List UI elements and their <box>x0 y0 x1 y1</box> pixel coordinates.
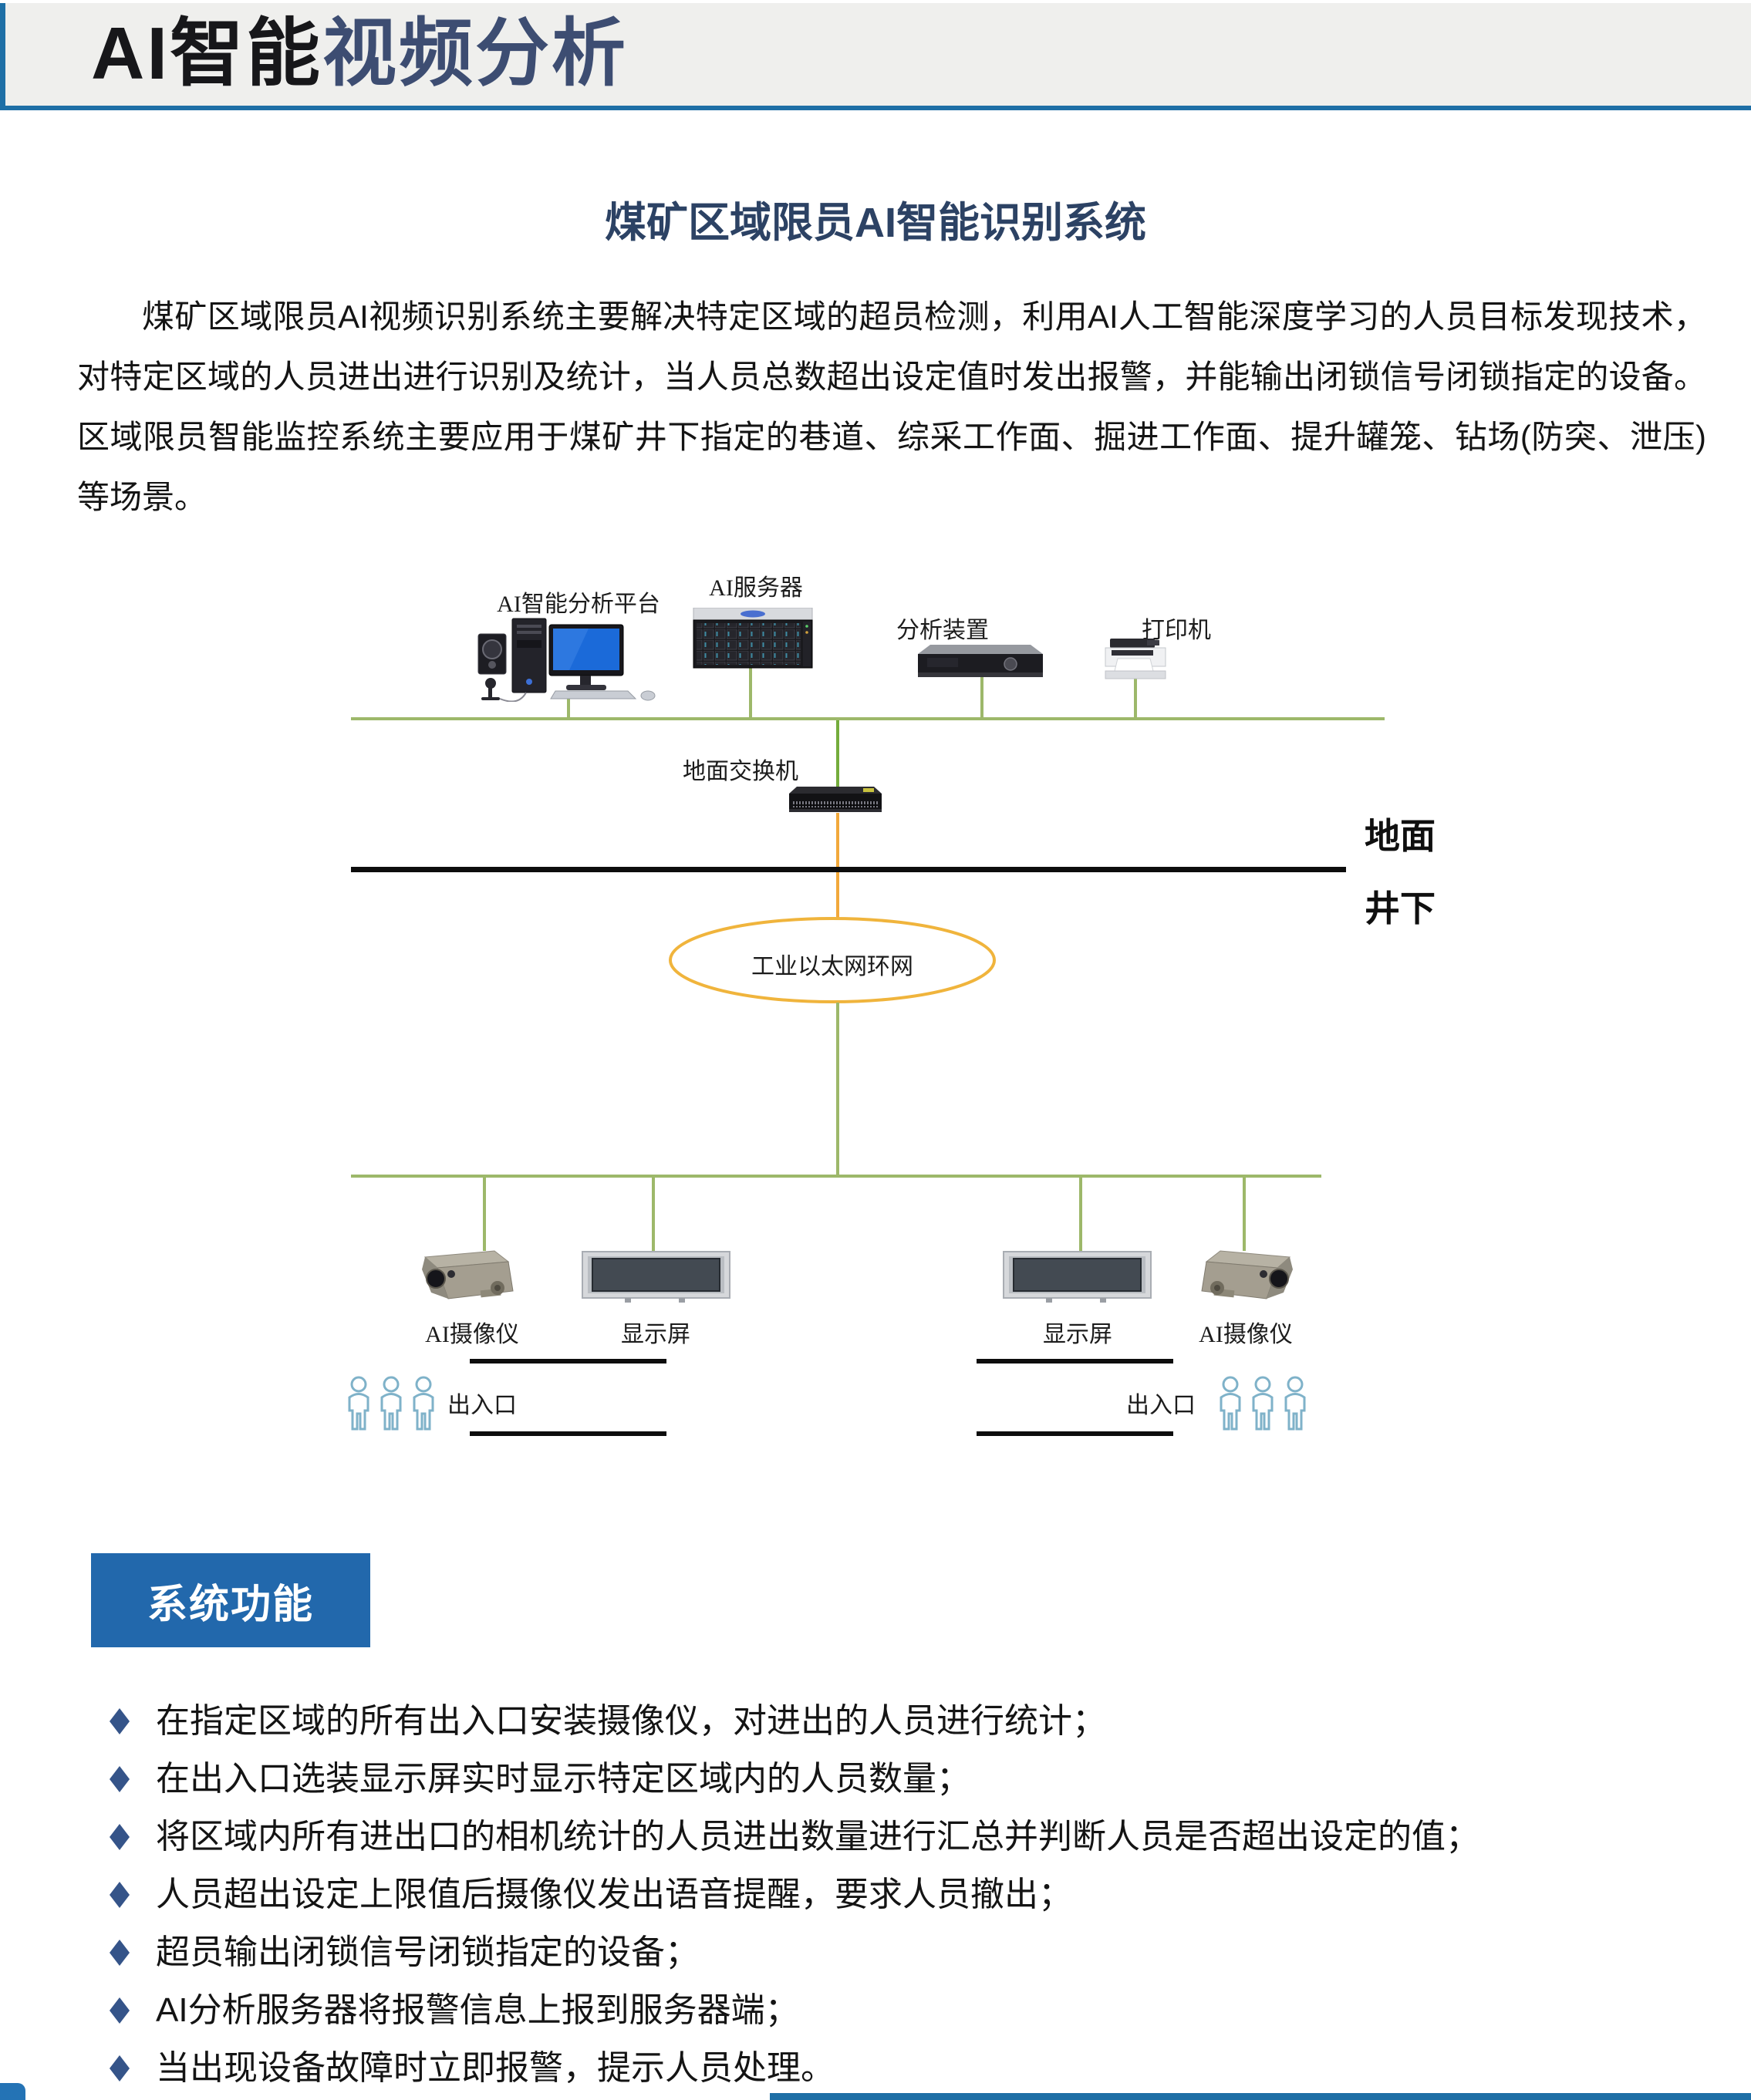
feature-text: 在指定区域的所有出入口安装摄像仪，对进出的人员进行统计； <box>156 1702 1106 1740</box>
feature-text: 当出现设备故障时立即报警，提示人员处理。 <box>156 2049 835 2087</box>
entrance-right-bottom-line <box>977 1431 1173 1436</box>
feature-item: 人员超出设定上限值后摄像仪发出语音提醒，要求人员撤出； <box>108 1866 1697 1923</box>
display-right-label: 显示屏 <box>1043 1322 1112 1347</box>
page-title: AI智能视频分析 <box>91 8 628 100</box>
analyzer-link-line <box>980 676 983 717</box>
diamond-bullet-icon <box>110 1940 130 1966</box>
printer-link-line <box>1134 679 1137 717</box>
switch-to-ring-line <box>836 813 839 919</box>
switch-label: 地面交换机 <box>683 759 798 784</box>
entrance-right-label: 出入口 <box>1126 1393 1196 1418</box>
server-link-line <box>749 668 752 717</box>
display-left-icon <box>582 1251 730 1303</box>
diamond-bullet-icon <box>110 1708 130 1734</box>
feature-item: 在指定区域的所有出入口安装摄像仪，对进出的人员进行统计； <box>108 1692 1697 1750</box>
display-right-icon <box>1003 1251 1152 1303</box>
header-left-accent-bar <box>0 3 5 106</box>
feature-text: 超员输出闭锁信号闭锁指定的设备； <box>156 1933 699 1971</box>
surface-zone-label: 地面 <box>1365 817 1436 856</box>
ring-label: 工业以太网环网 <box>751 954 913 979</box>
people-group-right-icon <box>1220 1376 1306 1431</box>
ring-to-bus-line <box>836 1003 839 1176</box>
header-underline <box>0 106 1751 110</box>
camera-right-label: AI摄像仪 <box>1199 1322 1293 1347</box>
underground-network-bus <box>351 1175 1321 1178</box>
underground-zone-label: 井下 <box>1365 889 1436 929</box>
feature-item: 超员输出闭锁信号闭锁指定的设备； <box>108 1923 1697 1981</box>
feature-item: 将区域内所有进出口的相机统计的人员进出数量进行汇总并判断人员是否超出设定的值； <box>108 1808 1697 1866</box>
feature-item: 当出现设备故障时立即报警，提示人员处理。 <box>108 2039 1697 2097</box>
diamond-bullet-icon <box>110 1997 130 2024</box>
page-title-blue: 视频分析 <box>322 12 628 95</box>
surface-network-bus <box>351 717 1385 720</box>
people-group-left-icon <box>348 1376 434 1431</box>
footer-accent-bar <box>770 2093 1751 2100</box>
camera-left-label: AI摄像仪 <box>425 1322 519 1347</box>
diamond-bullet-icon <box>110 1882 130 1908</box>
section-title-badge: 系统功能 <box>91 1553 370 1647</box>
diamond-bullet-icon <box>110 2055 130 2081</box>
entrance-left-top-line <box>470 1359 666 1363</box>
entrance-left-label: 出入口 <box>447 1393 517 1418</box>
feature-list: 在指定区域的所有出入口安装摄像仪，对进出的人员进行统计； 在出入口选装显示屏实时… <box>108 1692 1697 2097</box>
surface-underground-divider <box>351 867 1346 872</box>
diamond-bullet-icon <box>110 1824 130 1850</box>
intro-paragraph: 煤矿区域限员AI视频识别系统主要解决特定区域的超员检测，利用AI人工智能深度学习… <box>77 298 1706 515</box>
feature-text: 将区域内所有进出口的相机统计的人员进出数量进行汇总并判断人员是否超出设定的值； <box>156 1818 1479 1856</box>
platform-label: AI智能分析平台 <box>497 592 660 617</box>
header-band <box>0 3 1751 106</box>
section-title-text: 系统功能 <box>147 1582 314 1627</box>
ai-camera-left-icon <box>422 1250 514 1299</box>
display-left-link-line <box>652 1178 655 1251</box>
camera-left-link-line <box>483 1178 486 1251</box>
bus-to-switch-line <box>836 720 839 788</box>
feature-item: AI分析服务器将报警信息上报到服务器端； <box>108 1981 1697 2039</box>
server-label: AI服务器 <box>709 575 803 601</box>
entrance-left-bottom-line <box>470 1431 666 1436</box>
ai-server-icon <box>693 608 813 669</box>
entrance-right-top-line <box>977 1359 1173 1363</box>
display-right-link-line <box>1079 1178 1082 1251</box>
camera-right-link-line <box>1243 1178 1246 1251</box>
feature-text: 人员超出设定上限值后摄像仪发出语音提醒，要求人员撤出； <box>156 1876 1072 1913</box>
analysis-device-icon <box>918 645 1043 677</box>
workstation-icon <box>477 618 656 702</box>
platform-link-line <box>567 696 570 717</box>
printer-label: 打印机 <box>1142 618 1211 643</box>
feature-text: 在出入口选装显示屏实时显示特定区域内的人员数量； <box>156 1760 970 1798</box>
printer-icon <box>1105 639 1166 679</box>
footer-left-tab <box>0 2083 25 2100</box>
diamond-bullet-icon <box>110 1766 130 1792</box>
feature-text: AI分析服务器将报警信息上报到服务器端； <box>156 1991 799 2029</box>
feature-item: 在出入口选装显示屏实时显示特定区域内的人员数量； <box>108 1750 1697 1808</box>
display-left-label: 显示屏 <box>621 1322 690 1347</box>
ai-camera-right-icon <box>1201 1250 1293 1299</box>
ethernet-ring-ellipse <box>669 917 996 1003</box>
ground-switch-icon <box>789 787 882 812</box>
section-heading: 煤矿区域限员AI智能识别系统 <box>605 200 1146 246</box>
analyzer-label: 分析装置 <box>896 618 989 643</box>
page-title-black: AI智能 <box>91 12 322 95</box>
